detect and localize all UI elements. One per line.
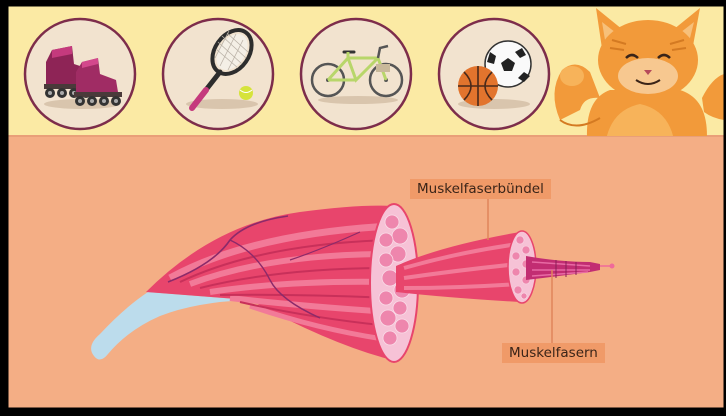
inline-skates-icon [25, 19, 135, 129]
balls-icon [439, 19, 549, 129]
muscle-fiber-bundle-label: Muskelfaserbündel [410, 179, 551, 199]
muscle-fibers-label: Muskelfasern [502, 343, 605, 363]
bicycle-icon [301, 19, 411, 129]
tennis-racket-icon [163, 19, 273, 129]
